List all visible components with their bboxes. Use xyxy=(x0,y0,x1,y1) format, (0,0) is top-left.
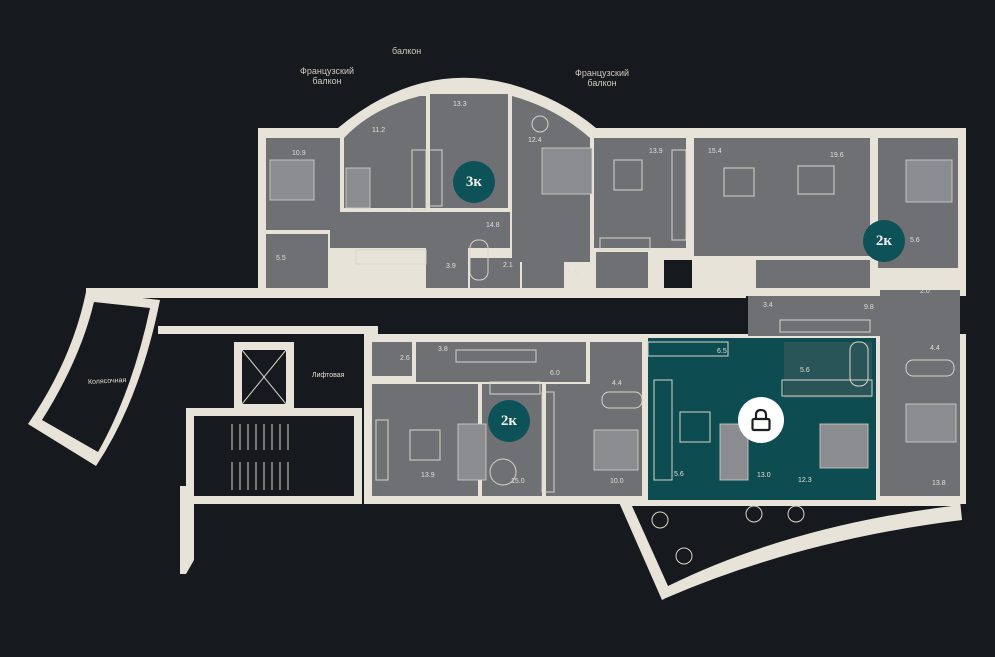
french-balcony-right-label: Французский балкон xyxy=(575,68,629,88)
area-label: 15.4 xyxy=(708,148,722,155)
area-label: 5.0 xyxy=(568,270,578,277)
area-label: 3.8 xyxy=(438,346,448,353)
bottom-apartment-2k[interactable] xyxy=(372,342,642,496)
area-label: 12.4 xyxy=(528,137,542,144)
elevator-hall-label: Лифтовая xyxy=(312,372,345,379)
furniture xyxy=(269,115,957,565)
area-label: 9.8 xyxy=(864,304,874,311)
area-label: 13.9 xyxy=(649,148,663,155)
apartment-badge-3k[interactable]: 3к xyxy=(453,161,495,203)
area-label: 13.3 xyxy=(453,101,467,108)
area-label: 3.9 xyxy=(446,263,456,270)
area-label: 14.8 xyxy=(486,222,500,229)
area-label: 2.1 xyxy=(503,262,513,269)
area-label: 5.6 xyxy=(800,367,810,374)
area-label: 4.4 xyxy=(930,345,940,352)
lock-icon xyxy=(751,408,771,432)
area-label: 19.6 xyxy=(830,152,844,159)
area-label: 10.9 xyxy=(292,150,306,157)
area-label: 2.6 xyxy=(400,355,410,362)
area-label: 12.3 xyxy=(798,477,812,484)
corridor-wall-top xyxy=(86,288,746,298)
apartment-badge-2k-bottom[interactable]: 2к xyxy=(488,400,530,442)
apartment-badge-2k-right[interactable]: 2к xyxy=(863,220,905,262)
balcony-label: балкон xyxy=(392,46,422,56)
area-label: 13.9 xyxy=(421,472,435,479)
area-label: 15.0 xyxy=(511,478,525,485)
area-label: 3.4 xyxy=(763,302,773,309)
area-label: 10.0 xyxy=(610,478,624,485)
area-label: 4.4 xyxy=(612,380,622,387)
area-label: 5.6 xyxy=(910,237,920,244)
right-apartment-2k-lower[interactable] xyxy=(880,290,960,496)
area-label: 5.6 xyxy=(674,471,684,478)
area-label: 5.5 xyxy=(276,255,286,262)
area-label: 6.0 xyxy=(550,370,560,377)
corridor-wall-bottom xyxy=(158,326,378,334)
area-label: 13.0 xyxy=(757,472,771,479)
area-label: 11.2 xyxy=(372,127,386,134)
french-balcony-left-label: Французский балкон xyxy=(300,66,354,86)
top-apartment-3k[interactable] xyxy=(266,94,686,290)
area-label: 13.8 xyxy=(932,480,946,487)
lock-button[interactable] xyxy=(738,397,784,443)
area-label: 6.5 xyxy=(717,348,727,355)
area-label: 2.0 xyxy=(920,288,930,295)
stair-steps xyxy=(231,424,289,490)
